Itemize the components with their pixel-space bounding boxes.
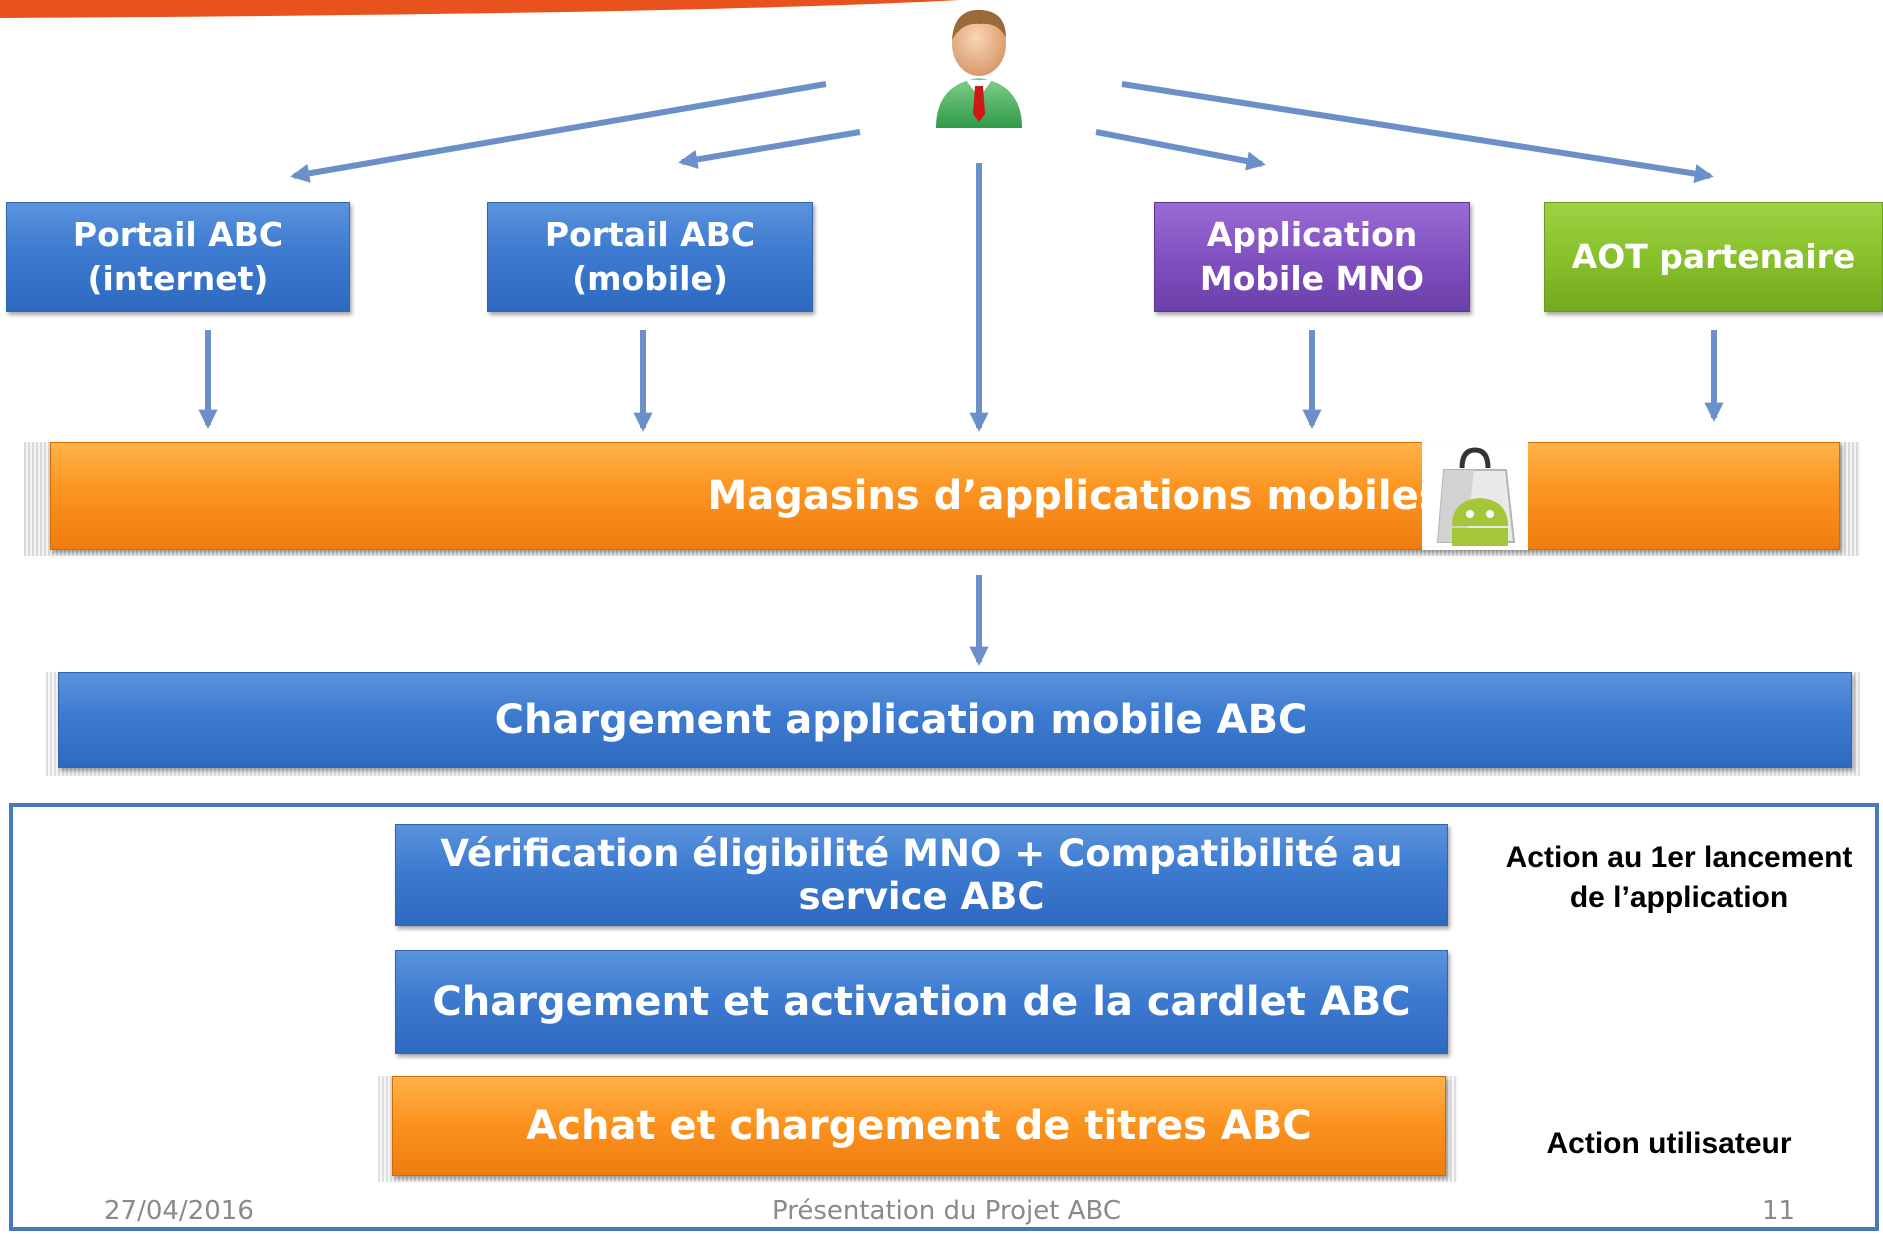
download-label: Chargement application mobile ABC <box>494 697 1308 743</box>
portail-mobile-line1: Portail ABC <box>544 215 756 254</box>
header-banner <box>0 0 960 18</box>
user-action-note: Action utilisateur <box>1484 1124 1854 1164</box>
android-market-bag-icon <box>1422 442 1528 550</box>
store-label: Magasins d’applications mobiles <box>707 473 1443 519</box>
first-launch-note-line2: de l’application <box>1569 881 1789 914</box>
portail-mobile-line2: (mobile) <box>572 259 728 298</box>
user-avatar-icon <box>928 2 1030 130</box>
portail-internet-box: Portail ABC (internet) <box>6 202 350 312</box>
footer-date: 27/04/2016 <box>104 1196 254 1226</box>
purchase-step: Achat et chargement de titres ABC <box>392 1076 1446 1176</box>
aot-box: AOT partenaire <box>1544 202 1883 312</box>
app-mno-box: Application Mobile MNO <box>1154 202 1470 312</box>
verification-step: Vérification éligibilité MNO + Compatibi… <box>395 824 1448 926</box>
cardlet-label: Chargement et activation de la cardlet A… <box>432 979 1411 1025</box>
footer-page-number: 11 <box>1762 1196 1796 1226</box>
footer-title: Présentation du Projet ABC <box>772 1196 1122 1226</box>
arrow-to-aot <box>1121 81 1714 184</box>
download-bar: Chargement application mobile ABC <box>58 672 1852 768</box>
portail-internet-line2: (internet) <box>87 259 269 298</box>
app-actions-frame <box>9 803 1879 1231</box>
aot-label: AOT partenaire <box>1571 237 1856 276</box>
portail-mobile-box: Portail ABC (mobile) <box>487 202 813 312</box>
app-mno-line1: Application <box>1206 215 1418 254</box>
first-launch-note: Action au 1er lancement de l’application <box>1474 838 1883 918</box>
cardlet-step: Chargement et activation de la cardlet A… <box>395 950 1448 1054</box>
verification-label: Vérification éligibilité MNO + Compatibi… <box>440 832 1403 918</box>
arrow-to-portail-internet <box>290 81 827 183</box>
portail-internet-line1: Portail ABC <box>72 215 284 254</box>
store-bar: Magasins d’applications mobiles <box>50 442 1840 550</box>
arrow-to-portail-mobile <box>678 129 861 169</box>
arrow-to-app-mno <box>1095 129 1266 171</box>
purchase-label: Achat et chargement de titres ABC <box>526 1103 1312 1149</box>
app-mno-line2: Mobile MNO <box>1199 259 1425 298</box>
first-launch-note-line1: Action au 1er lancement <box>1505 841 1853 874</box>
user-action-note-text: Action utilisateur <box>1546 1127 1792 1160</box>
